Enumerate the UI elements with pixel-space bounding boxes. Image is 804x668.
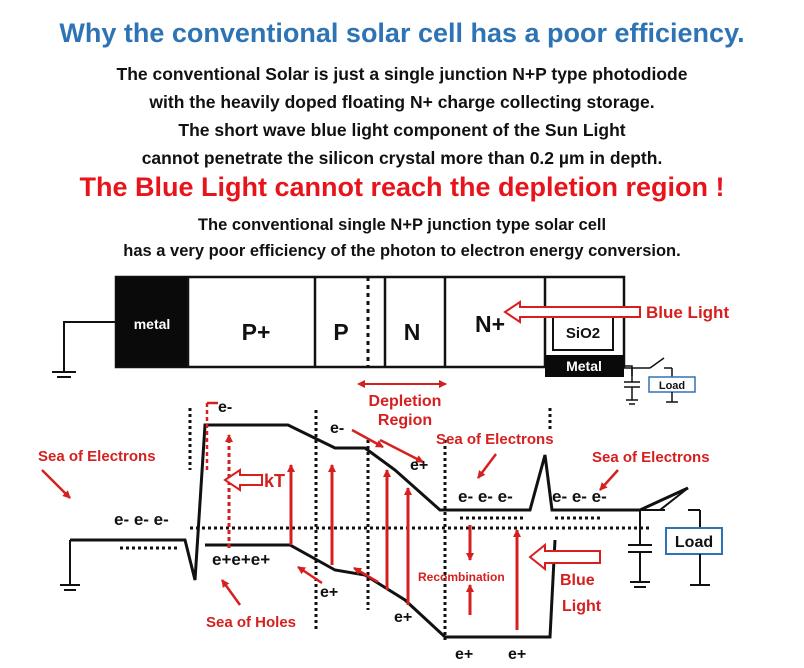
sea-electrons-left-label: Sea of Electrons — [38, 448, 156, 465]
sea-holes-pointer — [220, 579, 242, 606]
intro-line-3: The short wave blue light component of t… — [178, 120, 626, 140]
depletion-label: Depletion — [369, 393, 442, 410]
p-label: P — [333, 319, 348, 345]
holes-row-label: e+e+e+ — [212, 550, 270, 569]
e-plus-mid-label: e+ — [410, 457, 428, 474]
e-top-label: e- — [218, 399, 232, 416]
page-title: Why the conventional solar cell has a po… — [59, 18, 745, 48]
metal-contact-right — [545, 355, 624, 377]
recombination-label: Recombination — [418, 570, 505, 584]
cell-outline — [114, 275, 626, 369]
kt-label: kT — [264, 471, 285, 491]
intro-line-4: cannot penetrate the silicon crystal mor… — [141, 148, 663, 168]
hole-1-label: e+ — [320, 584, 338, 601]
hole-4-label: e+ — [508, 646, 526, 663]
valence-band — [205, 539, 557, 639]
intro-line-2: with the heavily doped floating N+ charg… — [149, 92, 655, 112]
metal-right-label: Metal — [566, 358, 602, 374]
sio2-box — [552, 313, 614, 351]
blue-light-arrow-icon — [503, 300, 641, 324]
switch-icon — [659, 487, 689, 511]
warning-headline: The Blue Light cannot reach the depletio… — [79, 172, 725, 202]
conclusion-line-1: The conventional single N+P junction typ… — [197, 216, 607, 234]
sea-electrons-right-label: Sea of Electrons — [592, 449, 710, 466]
blue-light-label: Blue Light — [646, 303, 729, 322]
electrons-right-label: e- e- e- — [552, 487, 607, 506]
e-slope-label: e- — [330, 420, 344, 437]
metal-contact-left — [116, 277, 188, 367]
sea-holes-label: Sea of Holes — [206, 614, 296, 631]
hole-2-label: e+ — [394, 609, 412, 626]
sea-electrons-mid-label: Sea of Electrons — [436, 431, 554, 448]
p-plus-label: P+ — [242, 319, 271, 345]
region-label: Region — [378, 412, 432, 429]
energy-band: Load e- kT e- e+ Sea of Electrons Sea of… — [38, 399, 723, 663]
metal-left-label: metal — [134, 316, 171, 332]
load-label: Load — [675, 534, 713, 551]
sea-electrons-left-pointer — [41, 469, 71, 499]
load-box — [665, 527, 723, 555]
electrons-left-label: e- e- e- — [114, 510, 169, 529]
intro-line-1: The conventional Solar is just a single … — [116, 64, 688, 84]
blue-label: Blue — [560, 572, 595, 589]
cell-structure: metal P+ P N N+ SiO2 Metal Blue Light Lo… — [52, 275, 729, 429]
conduction-band — [70, 423, 689, 581]
switch-small-icon — [649, 357, 665, 369]
electrons-n-label: e- e- e- — [458, 487, 513, 506]
conclusion-line-2: has a very poor efficiency of the photon… — [123, 242, 681, 260]
sio2-label: SiO2 — [566, 325, 600, 342]
kt-arrow-icon — [223, 468, 263, 492]
n-plus-label: N+ — [475, 311, 505, 337]
n-label: N — [404, 319, 421, 345]
hole-3-label: e+ — [455, 646, 473, 663]
light-label: Light — [562, 598, 602, 615]
load-small-label: Load — [659, 380, 685, 392]
blue-light-band-arrow-icon — [528, 542, 601, 572]
